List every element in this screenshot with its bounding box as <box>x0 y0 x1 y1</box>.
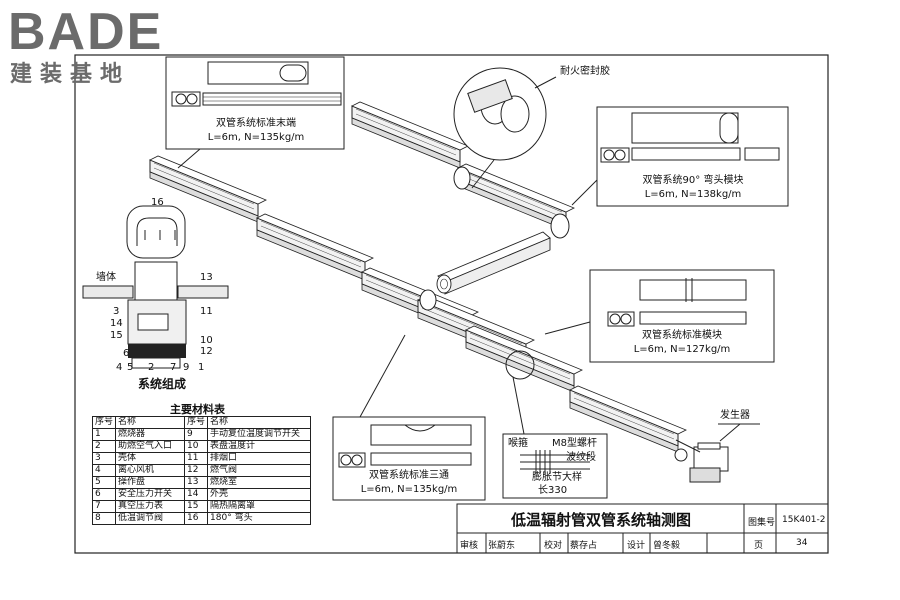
callout-tee-spec: L=6m, N=135kg/m <box>360 484 458 495</box>
review-label: 审核 <box>460 541 479 551</box>
generator-leader <box>719 423 741 442</box>
checker-name: 蔡存占 <box>570 541 598 551</box>
tee-cap <box>419 289 437 311</box>
logo-subtitle: 建装基地 <box>10 62 131 87</box>
page-number: 34 <box>796 538 808 548</box>
expansion-hose-clamp: 喉箍 <box>508 438 528 449</box>
callout-standard-title: 双管系统标准模块 <box>642 330 722 341</box>
callout-fire-drawing <box>467 79 530 133</box>
callout-standard-leader <box>544 321 591 335</box>
callout-end-title: 双管系统标准末端 <box>216 118 296 129</box>
callout-elbow-drawing <box>600 112 780 163</box>
materials-cell: 12 <box>184 464 209 477</box>
sys-num-7: 7 <box>170 362 177 373</box>
materials-cell: 8 <box>91 512 117 525</box>
callout-standard-spec: L=6m, N=127kg/m <box>633 344 731 355</box>
callout-elbow-leader <box>571 179 598 206</box>
expansion-bellows: 波纹段 <box>566 452 596 463</box>
callout-tee-title: 双管系统标准三通 <box>369 470 449 481</box>
expansion-name: 膨胀节大样 <box>532 472 582 483</box>
drawing-title: 低温辐射管双管系统轴测图 <box>510 511 691 529</box>
callout-fire-leader <box>534 76 557 89</box>
generator-label: 发生器 <box>720 410 750 421</box>
elbow-cap-2 <box>550 213 570 239</box>
sys-num-9: 9 <box>183 362 190 373</box>
atlas-number: 15K401-2 <box>782 515 826 525</box>
callout-elbow-title: 双管系统90° 弯头模块 <box>642 175 744 186</box>
materials-cell: 2 <box>91 440 117 453</box>
sys-num-16: 16 <box>151 197 164 208</box>
sys-num-10: 10 <box>200 335 213 346</box>
expansion-box <box>502 433 608 499</box>
sys-num-4: 4 <box>116 362 123 373</box>
callout-standard-drawing <box>607 278 747 327</box>
callout-end-leader <box>177 148 201 169</box>
sys-num-6: 6 <box>123 348 130 359</box>
expansion-bolt: M8型螺杆 <box>552 438 597 449</box>
callout-tee-leader <box>359 334 406 418</box>
expansion-circle <box>505 350 535 380</box>
callout-fire-title: 耐火密封胶 <box>560 66 610 77</box>
sys-num-13: 13 <box>200 272 213 283</box>
atlas-label: 图集号 <box>748 518 776 528</box>
check-label: 校对 <box>544 541 563 551</box>
sys-num-2: 2 <box>148 362 155 373</box>
logo-brand: BADE <box>8 3 164 61</box>
callout-fire-leader-2 <box>471 159 495 189</box>
design-label: 设计 <box>627 541 646 551</box>
materials-title: 主要材料表 <box>170 403 225 416</box>
sys-wall-label: 墙体 <box>96 272 116 283</box>
page-label: 页 <box>754 541 764 551</box>
materials-cell: 180° 弯头 <box>207 512 312 525</box>
generator-shape <box>674 439 729 483</box>
sys-num-12: 12 <box>200 346 213 357</box>
expansion-length: 长330 <box>538 485 568 496</box>
designer-name: 曾冬毅 <box>653 541 681 551</box>
elbow-cap <box>453 166 471 190</box>
sys-num-1: 1 <box>198 362 205 373</box>
sys-num-5: 5 <box>127 362 134 373</box>
drawing-frame <box>74 54 829 554</box>
sys-num-3: 3 <box>113 306 120 317</box>
expansion-drawing <box>520 450 590 474</box>
reviewer-name: 张蔚东 <box>488 541 516 551</box>
sys-num-14: 14 <box>110 318 123 329</box>
sys-num-15: 15 <box>110 330 123 341</box>
sys-num-11: 11 <box>200 306 213 317</box>
expansion-leader <box>512 376 525 435</box>
bade-logo: BADE 建装基地 <box>6 2 176 87</box>
materials-cell: 16 <box>184 512 209 525</box>
callout-end-spec: L=6m, N=135kg/m <box>207 132 305 143</box>
system-title: 系统组成 <box>138 377 187 391</box>
callout-end-drawing <box>171 61 342 107</box>
system-drawing <box>82 205 229 369</box>
callout-tee-drawing <box>338 424 472 468</box>
callout-elbow-spec: L=6m, N=138kg/m <box>644 189 742 200</box>
